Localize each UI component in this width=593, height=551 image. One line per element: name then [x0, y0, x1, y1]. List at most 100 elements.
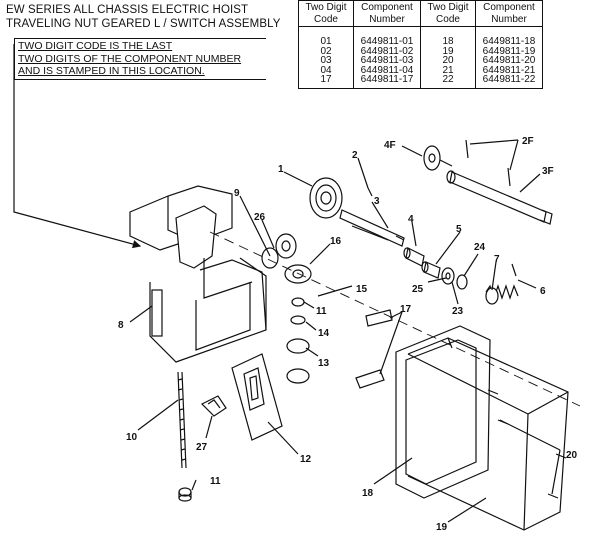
- leader-line: [463, 253, 479, 277]
- terminal-plate: [231, 353, 283, 441]
- compression-spring: [485, 263, 519, 305]
- part-label-8: 8: [118, 320, 124, 331]
- callout-line-2: TWO DIGITS OF THE COMPONENT NUMBER: [18, 52, 242, 65]
- switch-housing: [129, 185, 267, 363]
- leader-line: [305, 347, 319, 357]
- table-row: 17 6449811-17 22 6449811-22: [298, 75, 543, 89]
- table-cell: 6449811-21: [475, 65, 543, 76]
- table-cell: 6449811-19: [475, 46, 543, 57]
- leader-line: [305, 321, 317, 331]
- switch-cover: [407, 337, 569, 531]
- limit-switch-lower: [355, 369, 385, 389]
- leader-line: [519, 173, 541, 193]
- leader-line: [379, 311, 403, 375]
- leader-line: [451, 281, 459, 305]
- traveling-nut-stack: [284, 264, 312, 384]
- header-code-1: Two Digit Code: [298, 0, 354, 27]
- component-code-table: Two Digit Code Component Number Two Digi…: [298, 0, 543, 89]
- part-label-11-lower: 11: [210, 476, 221, 487]
- part-label-15: 15: [356, 284, 368, 295]
- drive-shaft: [446, 139, 553, 225]
- leader-line: [401, 145, 423, 157]
- part-label-10: 10: [126, 432, 138, 443]
- leader-line: [137, 399, 179, 431]
- part-label-25: 25: [412, 284, 424, 295]
- part-label-23: 23: [452, 306, 464, 317]
- part-label-20: 20: [566, 450, 578, 461]
- shaft-collar: [423, 145, 453, 171]
- table-row: 01 6449811-01 18 6449811-18: [298, 26, 543, 47]
- leader-line: [309, 243, 331, 265]
- leader-line: [371, 201, 389, 229]
- leader-line: [261, 219, 275, 249]
- part-label-18: 18: [362, 488, 374, 499]
- table-cell: 6449811-18: [475, 26, 543, 47]
- part-label-7: 7: [494, 254, 500, 265]
- leader-line: [303, 301, 315, 309]
- code-table-header-row: Two Digit Code Component Number Two Digi…: [298, 0, 543, 27]
- part-label-27: 27: [196, 442, 208, 453]
- table-row: 03 6449811-03 20 6449811-20: [298, 56, 543, 66]
- switch-frame: [395, 325, 491, 499]
- table-row: 02 6449811-02 19 6449811-19: [298, 46, 543, 57]
- part-label-9: 9: [234, 188, 240, 199]
- callout-line-1: TWO DIGIT CODE IS THE LAST: [18, 40, 173, 52]
- bushing: [403, 247, 425, 267]
- part-label-4: 4: [408, 214, 414, 225]
- threaded-rod: [177, 371, 192, 502]
- part-label-14: 14: [318, 328, 330, 339]
- callout-line-3: AND IS STAMPED IN THIS LOCATION.: [18, 65, 205, 77]
- part-label-3: 3: [374, 196, 380, 207]
- part-label-11-upper: 11: [316, 306, 327, 317]
- leader-line: [357, 157, 369, 189]
- leader-line: [469, 139, 519, 145]
- part-label-26: 26: [254, 212, 266, 223]
- part-label-6: 6: [540, 286, 546, 297]
- leader-line: [267, 421, 299, 455]
- table-row: 04 6449811-04 21 6449811-21: [298, 65, 543, 76]
- leader-line: [427, 277, 447, 283]
- diagram-title: EW SERIES ALL CHASSIS ELECTRIC HOIST TRA…: [6, 3, 281, 31]
- table-cell: 6449811-20: [475, 56, 543, 66]
- spring-clip: [200, 395, 227, 417]
- leader-line: [499, 419, 561, 451]
- leader-line: [509, 139, 519, 171]
- stamp-location-callout: TWO DIGIT CODE IS THE LAST TWO DIGITS OF…: [14, 38, 266, 80]
- spacer: [421, 261, 441, 279]
- gear-shaft: [339, 187, 405, 247]
- part-label-24: 24: [474, 242, 486, 253]
- table-cell: 6449811-22: [475, 75, 543, 89]
- part-label-2f: 2F: [522, 136, 534, 147]
- header-component-2: Component Number: [475, 0, 543, 27]
- assembly-centerline: [209, 231, 581, 407]
- leader-line: [373, 457, 413, 485]
- leader-line: [491, 261, 497, 291]
- leader-line: [205, 415, 213, 439]
- part-label-2: 2: [352, 150, 358, 161]
- leader-line: [239, 195, 271, 257]
- part-label-5: 5: [456, 224, 462, 235]
- part-label-19: 19: [436, 522, 448, 533]
- leader-line: [129, 305, 153, 323]
- washer: [441, 267, 468, 290]
- leader-line: [447, 497, 487, 523]
- leader-line: [283, 171, 313, 187]
- leader-line: [551, 449, 561, 495]
- part-label-17: 17: [400, 304, 412, 315]
- header-code-2: Two Digit Code: [420, 0, 476, 27]
- motor-gear-26: [261, 233, 297, 269]
- leader-line: [435, 231, 461, 265]
- part-label-1: 1: [278, 164, 284, 175]
- part-label-12: 12: [300, 454, 312, 465]
- leader-line: [389, 311, 403, 319]
- title-line-1: EW SERIES ALL CHASSIS ELECTRIC HOIST: [6, 4, 249, 16]
- part-label-4f: 4F: [384, 140, 396, 151]
- limit-switch-upper: [365, 309, 393, 327]
- leader-line: [517, 279, 537, 289]
- leader-line: [411, 221, 417, 247]
- part-label-16: 16: [330, 236, 342, 247]
- callout-leader-line: [13, 44, 142, 249]
- leader-line: [191, 479, 197, 491]
- title-line-2: TRAVELING NUT GEARED L / SWITCH ASSEMBLY: [6, 18, 281, 30]
